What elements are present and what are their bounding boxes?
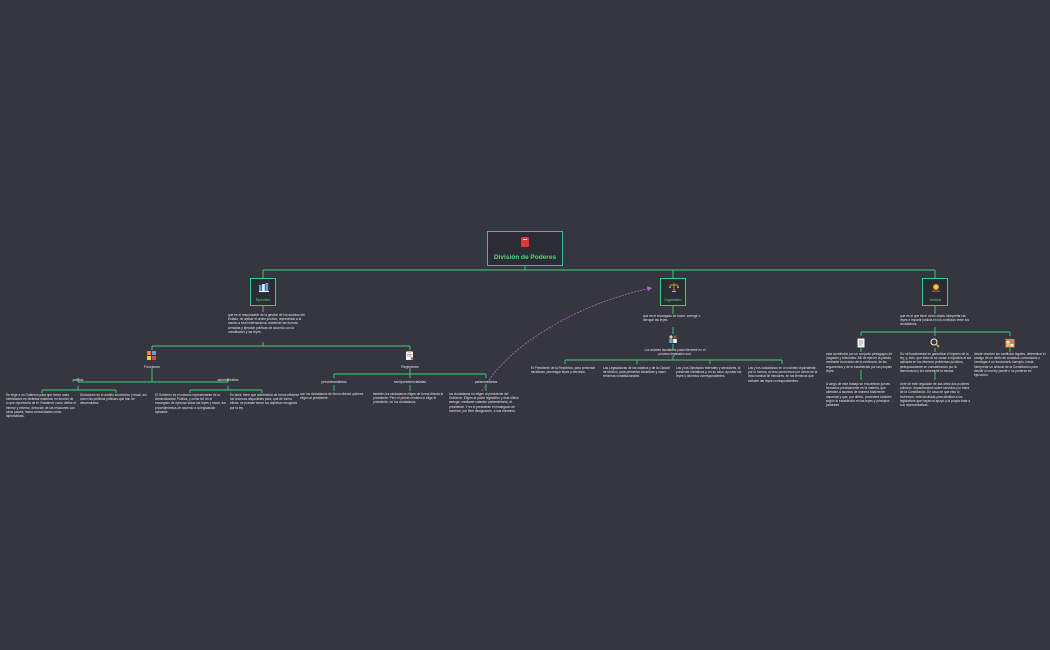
judicial-c1-text-1: está constituido por un conjunto pedagog… — [826, 352, 893, 373]
politica-label: política — [72, 378, 84, 382]
judicial-c3-text-1: desde resolver los conflictos legales, d… — [974, 352, 1046, 378]
actores-label: Los actores facultados para intervenir e… — [644, 348, 706, 357]
ejecutivo-description: que es el responsable de la gestión de l… — [228, 313, 305, 334]
administrativa-text-2: Es decir, tiene que administrar de forma… — [230, 393, 300, 410]
parlamentarios-text: los ciudadanos no eligen al presidente d… — [449, 392, 519, 413]
judicial-c1-text-2: A cargo de este trabajo se encuentran ju… — [826, 382, 892, 408]
root-topic[interactable]: División de Poderes — [487, 231, 563, 266]
root-title: División de Poderes — [493, 254, 557, 261]
administrativa-text-1: El Gobierno es el máximo representante d… — [155, 393, 226, 414]
scales-icon — [669, 283, 679, 292]
presidencialistas-label: presidencialistas — [321, 380, 347, 384]
regimenes-label: Regímenes — [401, 365, 419, 369]
politica-text-2: Decisiones en el ámbito económico y fisc… — [80, 393, 147, 406]
legislativo-description: que es el encargado de hacer, corregir o… — [643, 314, 701, 323]
chart-icon — [147, 351, 156, 360]
parlamentarios-label: parlamentarios — [474, 380, 498, 384]
judicial-description: que es el que tiene como objeto interpre… — [900, 314, 969, 327]
book-icon — [521, 237, 529, 247]
politica-text-1: Se elige a un Gobierno para que forme un… — [6, 393, 76, 419]
funciones-label: Funciones — [144, 365, 160, 369]
semipresidencialistas-label: semipresidencialistas — [393, 380, 427, 384]
actor-3-text: Las y los Diputados federales y senadore… — [676, 366, 742, 379]
gavel-icon — [932, 284, 940, 292]
branch-title: Ejecutivo — [255, 298, 271, 302]
clipboard-icon — [406, 351, 414, 360]
people-icon — [669, 335, 677, 343]
branch-ejecutivo[interactable]: Ejecutivo — [250, 278, 276, 306]
branch-title: Judicial — [929, 298, 941, 302]
presidencialistas-text: son los ciudadanos de forma directa quie… — [300, 392, 364, 401]
actor-1-text: El Presidente de la República, para pres… — [531, 366, 596, 375]
branch-legislativo[interactable]: Legislativo — [660, 278, 686, 306]
calendar-icon — [1005, 339, 1015, 348]
semipresidencialistas-text: también los ciudadanos eligen de forma d… — [373, 392, 444, 405]
document-icon — [857, 338, 865, 348]
magnifier-icon — [930, 338, 940, 348]
judicial-c2-text-1: Su rol fundamental es garantizar el impe… — [900, 352, 972, 373]
judicial-c2-text-2: Ante de este regulador de sus otros dos … — [900, 382, 970, 408]
actor-2-text: Las Legisladoras de los cabalos y de la … — [603, 366, 670, 379]
branch-title: Legislativo — [664, 298, 682, 302]
actor-4-text: Las y los ciudadanos en un número equiva… — [748, 366, 818, 383]
books-icon — [259, 283, 269, 292]
branch-judicial[interactable]: Judicial — [922, 278, 948, 306]
administrativa-label: administrativa — [217, 378, 239, 382]
